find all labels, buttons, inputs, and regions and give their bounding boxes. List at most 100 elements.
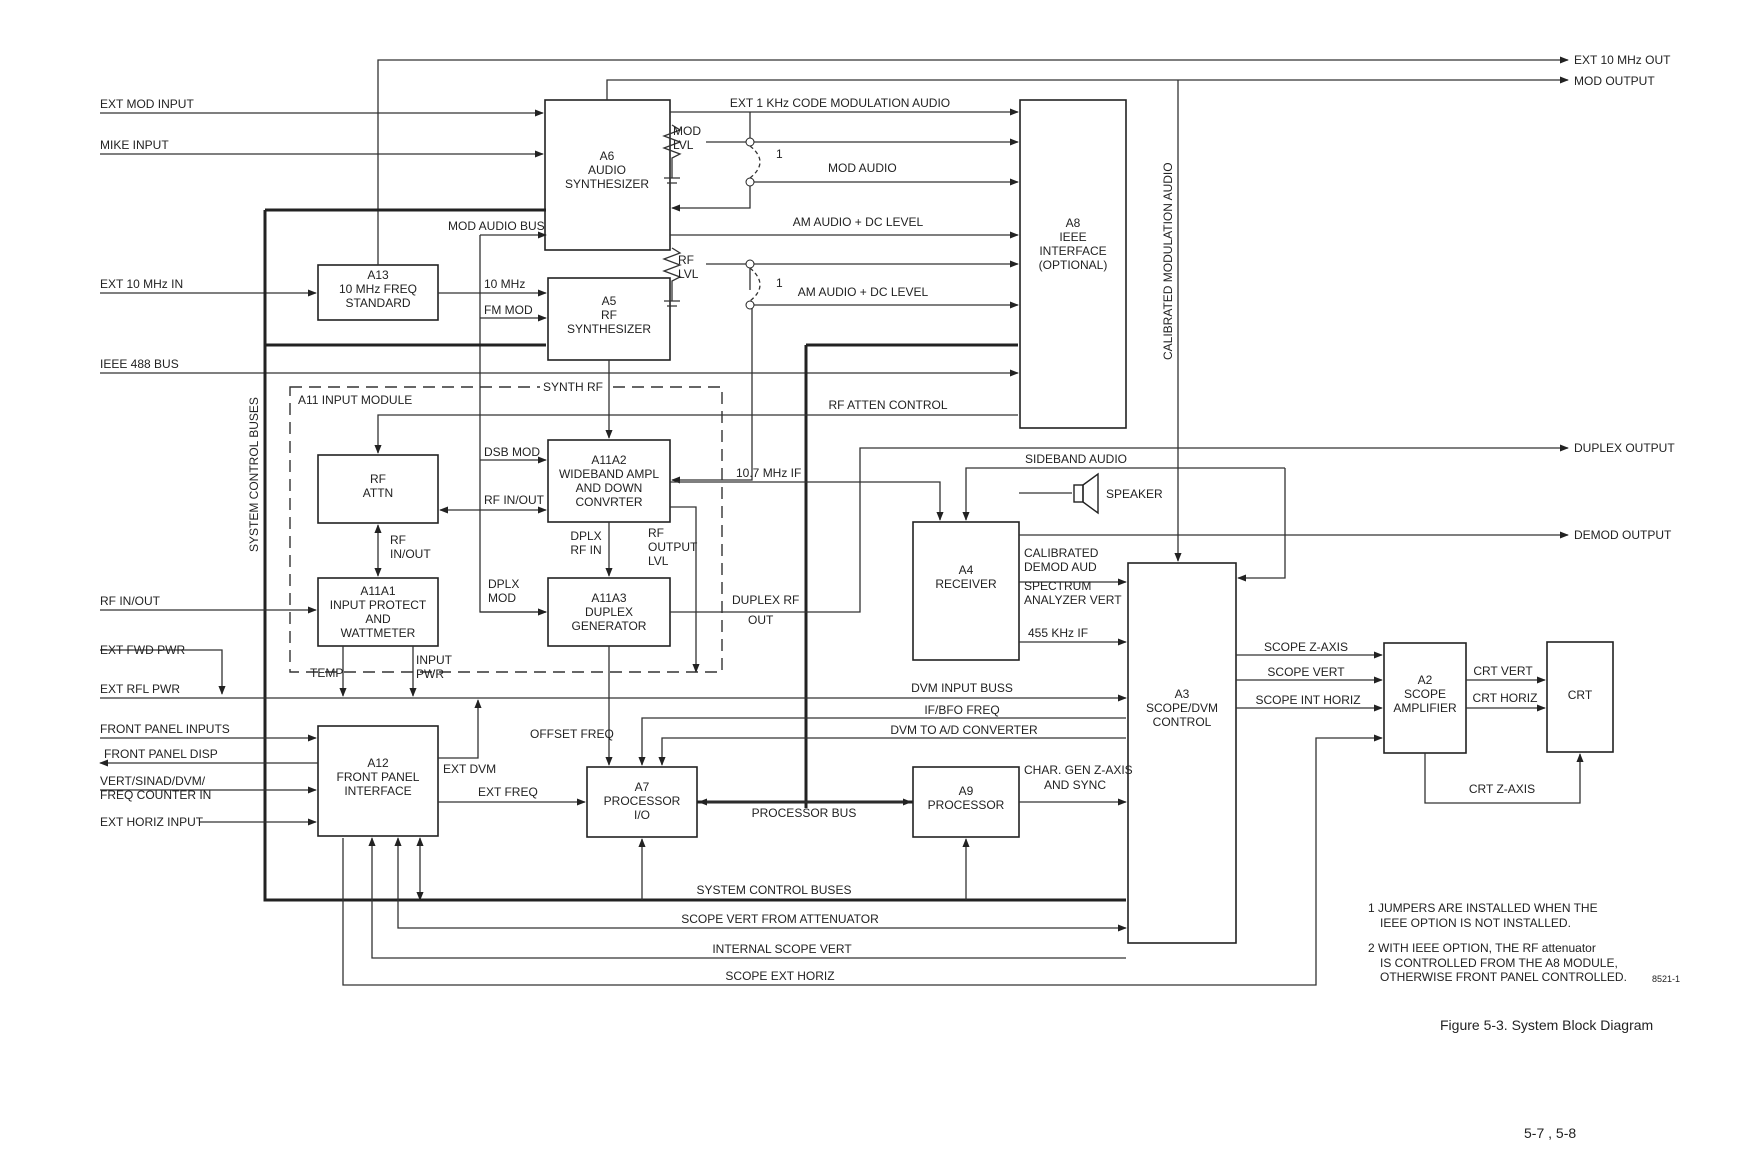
- output-front-panel-disp: FRONT PANEL DISP: [104, 747, 218, 761]
- sig-rf-inout-1: RF: [390, 533, 406, 547]
- sig-internal-scope-vert: INTERNAL SCOPE VERT: [712, 942, 852, 956]
- a11a1-label-2: INPUT PROTECT: [330, 598, 427, 612]
- rf-attn-label-1: RF: [370, 472, 386, 486]
- sig-dvm-input-buss: DVM INPUT BUSS: [911, 681, 1013, 695]
- input-ext-rfl-pwr: EXT RFL PWR: [100, 682, 180, 696]
- figure-id: 8521-1: [1652, 974, 1680, 984]
- sig-10-7mhz-if: 10.7 MHz IF: [736, 466, 801, 480]
- sig-ext-freq: EXT FREQ: [478, 785, 538, 799]
- sig-char-gen-1: CHAR. GEN Z-AXIS: [1024, 763, 1133, 777]
- a2-label-3: AMPLIFIER: [1393, 701, 1457, 715]
- a2-label-1: A2: [1418, 673, 1433, 687]
- sig-calibrated-mod-audio: CALIBRATED MODULATION AUDIO: [1161, 162, 1175, 360]
- input-front-panel-inputs: FRONT PANEL INPUTS: [100, 722, 230, 736]
- a12-label-3: INTERFACE: [344, 784, 411, 798]
- a11a2-label-2: WIDEBAND AMPL: [559, 467, 659, 481]
- a11a2-label-4: CONVRTER: [575, 495, 642, 509]
- sig-scope-int-horiz: SCOPE INT HORIZ: [1255, 693, 1360, 707]
- sig-calibrated-demod-2: DEMOD AUD: [1024, 560, 1097, 574]
- sig-ext-1khz: EXT 1 KHz CODE MODULATION AUDIO: [730, 96, 950, 110]
- input-ext-horiz: EXT HORIZ INPUT: [100, 815, 204, 829]
- a12-label-2: FRONT PANEL: [337, 770, 420, 784]
- block-a9-processor: A9 PROCESSOR: [912, 766, 1020, 838]
- note-2-line-3: OTHERWISE FRONT PANEL CONTROLLED.: [1380, 970, 1627, 984]
- input-ext-fwd-pwr: EXT FWD PWR: [100, 643, 185, 657]
- a6-label-2: AUDIO: [588, 163, 626, 177]
- sig-offset-freq: OFFSET FREQ: [530, 727, 614, 741]
- synth-rf-label: SYNTH RF: [543, 380, 603, 394]
- block-a3-scope-dvm-control: A3 SCOPE/DVM CONTROL: [1127, 562, 1237, 944]
- sig-if-bfo-freq: IF/BFO FREQ: [924, 703, 999, 717]
- note-1-line-1: 1 JUMPERS ARE INSTALLED WHEN THE: [1368, 901, 1598, 915]
- a7-label-3: I/O: [634, 808, 650, 822]
- a4-label-2: RECEIVER: [935, 577, 997, 591]
- sig-rf-inout-2: IN/OUT: [390, 547, 431, 561]
- a11-input-module-label: A11 INPUT MODULE: [298, 393, 412, 407]
- sig-10mhz: 10 MHz: [484, 277, 525, 291]
- sig-dplx-rf-1: DPLX: [570, 529, 601, 543]
- block-a4-receiver: A4 RECEIVER: [912, 521, 1020, 661]
- sig-char-gen-2: AND SYNC: [1044, 778, 1106, 792]
- a3-label-2: SCOPE/DVM: [1146, 701, 1218, 715]
- sig-455khz-if: 455 KHz IF: [1028, 626, 1088, 640]
- sig-mod-audio: MOD AUDIO: [828, 161, 897, 175]
- sig-mod-audio-bus: MOD AUDIO BUS: [448, 219, 545, 233]
- a3-label-3: CONTROL: [1153, 715, 1212, 729]
- sig-input-pwr-1: INPUT: [416, 653, 453, 667]
- block-a7-processor-io: A7 PROCESSOR I/O: [586, 766, 698, 838]
- sig-scope-vert-attenuator: SCOPE VERT FROM ATTENUATOR: [681, 912, 879, 926]
- block-a5-rf-synthesizer: A5 RF SYNTHESIZER: [547, 277, 671, 361]
- sig-spectrum-2: ANALYZER VERT: [1024, 593, 1122, 607]
- output-duplex: DUPLEX OUTPUT: [1574, 441, 1675, 455]
- a13-label-3: STANDARD: [345, 296, 410, 310]
- sig-crt-z-axis: CRT Z-AXIS: [1469, 782, 1535, 796]
- sig-scope-z-axis: SCOPE Z-AXIS: [1264, 640, 1348, 654]
- a11a1-label-3: AND: [365, 612, 391, 626]
- rf-level-pot: [662, 247, 761, 310]
- input-rf-in-out: RF IN/OUT: [100, 594, 161, 608]
- input-vert-sinad-2: FREQ COUNTER IN: [100, 788, 211, 802]
- page-number: 5-7 , 5-8: [1524, 1125, 1576, 1141]
- note-2-line-2: IS CONTROLLED FROM THE A8 MODULE,: [1380, 956, 1618, 970]
- sig-mod-lvl: LVL: [673, 138, 694, 152]
- a12-label-1: A12: [367, 756, 389, 770]
- a6-label-3: SYNTHESIZER: [565, 177, 649, 191]
- sig-crt-vert: CRT VERT: [1473, 664, 1533, 678]
- a11a3-label-3: GENERATOR: [572, 619, 647, 633]
- a11a1-label-1: A11A1: [360, 584, 395, 598]
- speaker-icon: [1073, 472, 1099, 515]
- input-ieee-488: IEEE 488 BUS: [100, 357, 179, 371]
- block-a6-audio-synthesizer: A6 AUDIO SYNTHESIZER: [544, 99, 671, 251]
- a11a3-label-1: A11A3: [591, 591, 626, 605]
- sig-rf-output-lvl-1: RF: [648, 526, 664, 540]
- sig-fm-mod: FM MOD: [484, 303, 533, 317]
- sig-rf-lvl: LVL: [678, 267, 699, 281]
- sig-crt-horiz: CRT HORIZ: [1473, 691, 1538, 705]
- a7-label-2: PROCESSOR: [604, 794, 681, 808]
- a11-input-module-boundary: [289, 386, 723, 673]
- sig-rf-atten-control: RF ATTEN CONTROL: [828, 398, 947, 412]
- wiring: [99, 56, 1584, 986]
- sig-jumper-1b: 1: [776, 276, 783, 290]
- sig-dplx-mod-2: MOD: [488, 591, 516, 605]
- input-vert-sinad-1: VERT/SINAD/DVM/: [100, 774, 206, 788]
- sig-dsb-mod: DSB MOD: [484, 445, 540, 459]
- block-a12-front-panel-interface: A12 FRONT PANEL INTERFACE: [317, 725, 439, 837]
- sig-dvm-to-ad: DVM TO A/D CONVERTER: [890, 723, 1038, 737]
- sig-am-audio-2: AM AUDIO + DC LEVEL: [798, 285, 929, 299]
- sig-spectrum-1: SPECTRUM: [1024, 579, 1091, 593]
- a13-label-2: 10 MHz FREQ: [339, 282, 417, 296]
- sig-am-audio-1: AM AUDIO + DC LEVEL: [793, 215, 924, 229]
- sig-calibrated-demod-1: CALIBRATED: [1024, 546, 1099, 560]
- a8-label-3: INTERFACE: [1039, 244, 1106, 258]
- output-ext-10mhz: EXT 10 MHz OUT: [1574, 53, 1671, 67]
- sig-duplex-rf-1: DUPLEX RF: [732, 593, 799, 607]
- sig-system-control-buses-v: SYSTEM CONTROL BUSES: [247, 397, 261, 552]
- output-demod: DEMOD OUTPUT: [1574, 528, 1672, 542]
- a7-label-1: A7: [635, 780, 650, 794]
- a9-label-2: PROCESSOR: [928, 798, 1005, 812]
- a5-label-3: SYNTHESIZER: [567, 322, 651, 336]
- sig-processor-bus: PROCESSOR BUS: [752, 806, 857, 820]
- rf-attn-label-2: ATTN: [363, 486, 393, 500]
